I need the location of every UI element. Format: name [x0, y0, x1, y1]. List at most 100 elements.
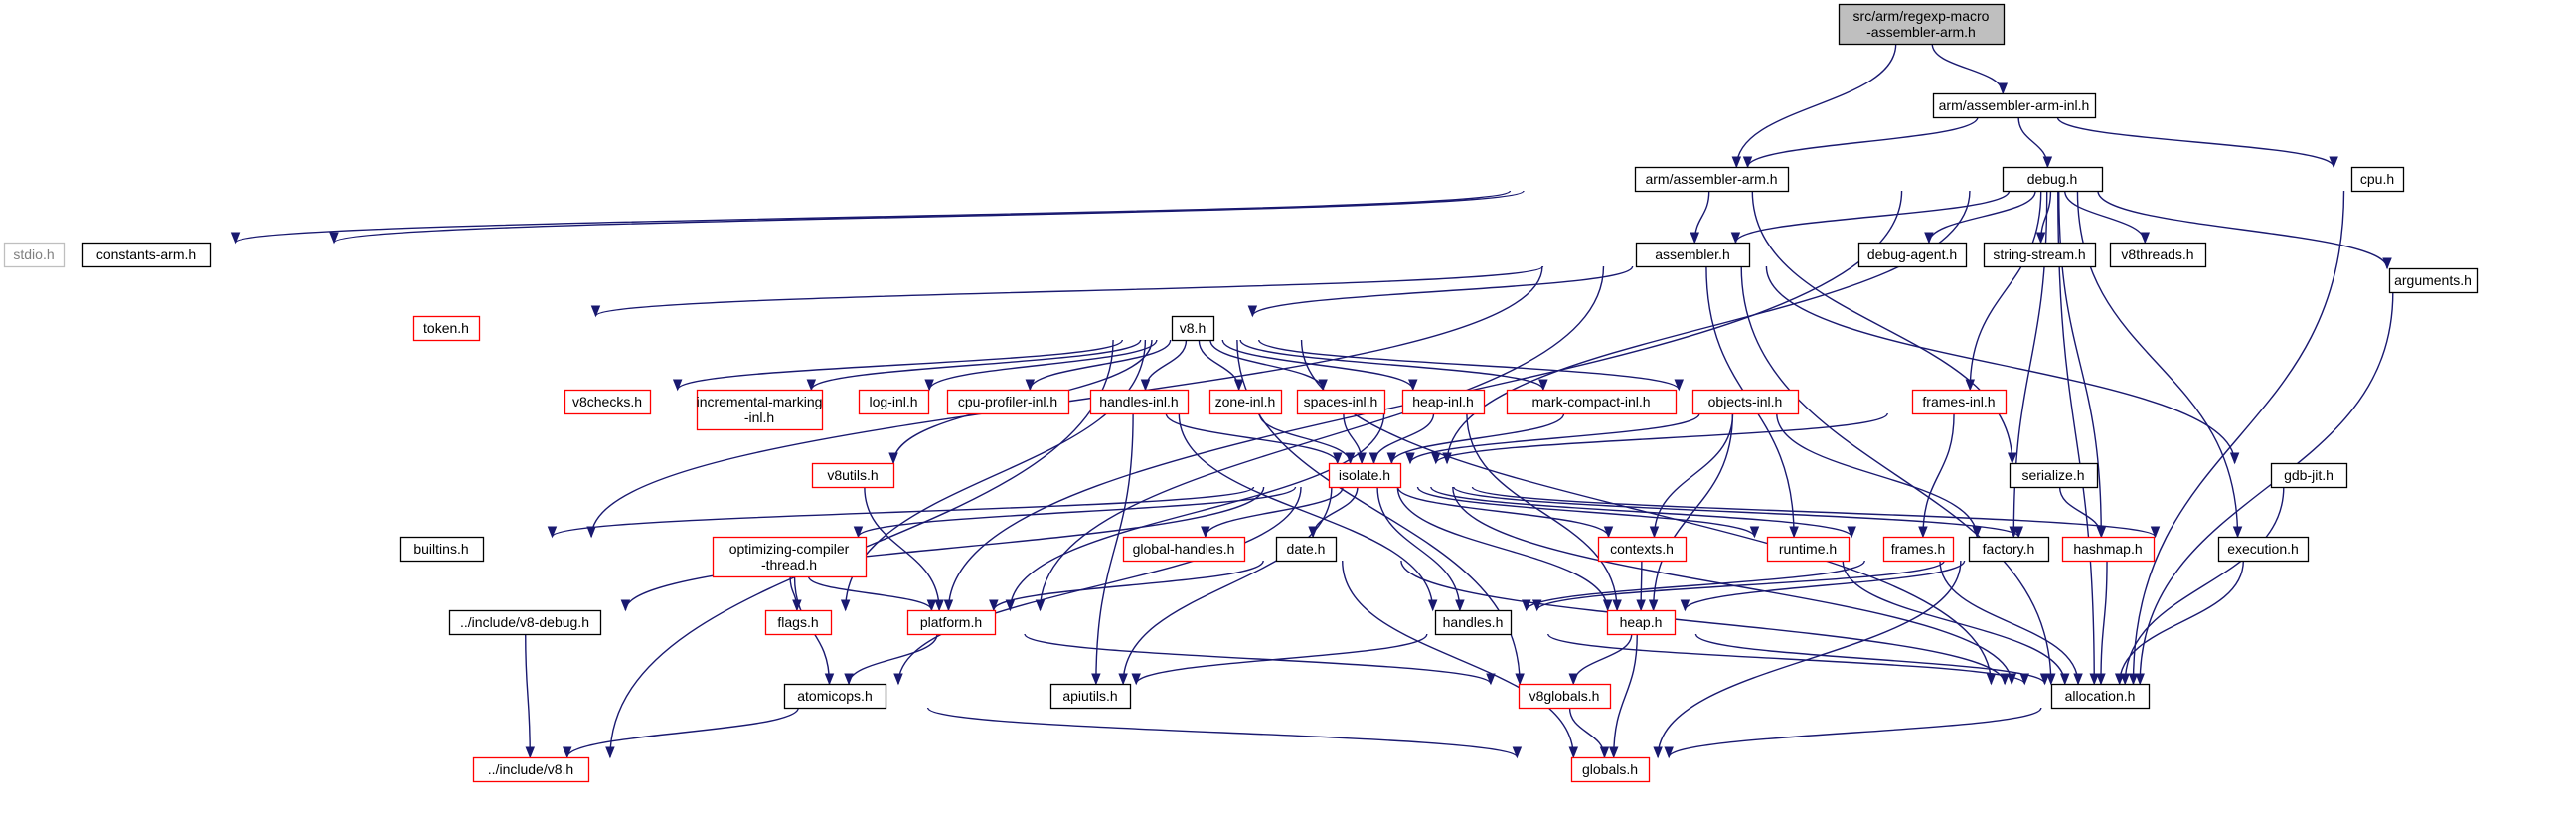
node-label: arm/assembler-arm.h — [1645, 171, 1777, 187]
edge-v8utils-to-platform — [864, 486, 944, 612]
node-isolate[interactable]: isolate.h — [1328, 462, 1402, 489]
node-mark-compact[interactable]: mark-compact-inl.h — [1506, 389, 1678, 415]
edge-mark-compact-to-isolate — [1386, 412, 1565, 465]
node-v8checks[interactable]: v8checks.h — [564, 389, 652, 415]
node-builtins[interactable]: builtins.h — [399, 536, 485, 563]
edge-line — [1694, 633, 2046, 685]
edge-line — [1446, 190, 1971, 464]
node-v8threads[interactable]: v8threads.h — [2109, 242, 2207, 268]
node-constants-arm[interactable]: constants-arm.h — [81, 242, 212, 268]
node-hashmap[interactable]: hashmap.h — [2061, 536, 2156, 563]
node-include-debug[interactable]: ../include/v8-debug.h — [448, 609, 602, 636]
arrowhead — [844, 673, 854, 686]
node-opt-compiler[interactable]: optimizing-compiler-thread.h — [712, 536, 868, 578]
edge-debug-to-isolate — [1442, 190, 1971, 465]
node-arguments[interactable]: arguments.h — [2388, 267, 2479, 294]
node-objects-inl[interactable]: objects-inl.h — [1691, 389, 1800, 415]
node-debug-agent[interactable]: debug-agent.h — [1857, 242, 1968, 268]
node-root[interactable]: src/arm/regexp-macro-assembler-arm.h — [1838, 3, 2006, 46]
edge-line — [1842, 560, 2066, 685]
edge-line — [857, 486, 1297, 538]
node-heap-inl[interactable]: heap-inl.h — [1401, 389, 1486, 415]
edge-line — [1251, 265, 1634, 317]
arrowhead — [1568, 673, 1578, 686]
edge-line — [2124, 486, 2285, 685]
node-debug[interactable]: debug.h — [2002, 166, 2104, 193]
node-label: -assembler-arm.h — [1866, 24, 1976, 40]
edge-isolate-to-handles — [1376, 486, 1465, 612]
edge-line — [1668, 707, 2042, 758]
node-assembler[interactable]: assembler.h — [1635, 242, 1751, 268]
edge-objects-inl-to-heap — [1648, 412, 1734, 612]
arrowhead — [230, 232, 241, 245]
node-apiutils[interactable]: apiutils.h — [1049, 683, 1132, 710]
arrowhead — [1653, 746, 1663, 759]
arrowhead — [1318, 379, 1328, 392]
node-cpu[interactable]: cpu.h — [2350, 166, 2405, 193]
node-factory[interactable]: factory.h — [1968, 536, 2050, 563]
arrowhead — [1131, 673, 1141, 686]
node-cpu-prof[interactable]: cpu-profiler-inl.h — [946, 389, 1070, 415]
node-frames-inl[interactable]: frames-inl.h — [1911, 389, 2008, 415]
arrowhead — [2135, 673, 2145, 686]
node-platform[interactable]: platform.h — [906, 609, 997, 636]
node-log-inl[interactable]: log-inl.h — [858, 389, 930, 415]
edge-v8-to-heap-inl — [1221, 339, 1418, 392]
node-token[interactable]: token.h — [412, 315, 481, 342]
node-asm-arm[interactable]: arm/assembler-arm.h — [1634, 166, 1790, 193]
node-global-handles[interactable]: global-handles.h — [1122, 536, 1246, 563]
node-gdb-jit[interactable]: gdb-jit.h — [2270, 462, 2348, 489]
edge-line — [993, 560, 1264, 611]
edge-line — [897, 486, 1302, 685]
arrowhead — [1333, 452, 1343, 465]
arrowhead — [2114, 673, 2125, 686]
edge-line — [1258, 339, 1680, 391]
node-allocation[interactable]: allocation.h — [2050, 683, 2151, 710]
edge-arguments-to-allocation — [2135, 291, 2394, 686]
arrowhead — [547, 526, 558, 539]
node-date[interactable]: date.h — [1275, 536, 1338, 563]
arrowhead — [1118, 673, 1128, 686]
edge-line — [1939, 560, 2079, 685]
edge-spaces-inl-to-isolate — [1343, 412, 1367, 465]
edge-line — [1396, 486, 1609, 611]
node-contexts[interactable]: contexts.h — [1597, 536, 1688, 563]
edge-v8-to-log-inl — [924, 339, 1158, 392]
node-v8utils[interactable]: v8utils.h — [811, 462, 895, 489]
node-v8[interactable]: v8.h — [1171, 315, 1215, 342]
edge-asm-arm-to-assembler — [1690, 190, 1710, 245]
node-handles[interactable]: handles.h — [1434, 609, 1513, 636]
node-v8globals[interactable]: v8globals.h — [1518, 683, 1612, 710]
node-include-v8[interactable]: ../include/v8.h — [472, 756, 590, 783]
node-asm-arm-inl[interactable]: arm/assembler-arm-inl.h — [1932, 92, 2097, 119]
edge-line — [1740, 265, 2052, 685]
node-flags[interactable]: flags.h — [764, 609, 833, 636]
edge-v8-to-zone-inl — [1198, 339, 1244, 392]
node-execution[interactable]: execution.h — [2217, 536, 2310, 563]
node-box — [1857, 242, 1968, 268]
node-incremental[interactable]: incremental-marking-inl.h — [697, 389, 824, 431]
node-runtime[interactable]: runtime.h — [1766, 536, 1851, 563]
node-frames[interactable]: frames.h — [1882, 536, 1955, 563]
arrowhead — [1538, 379, 1548, 392]
edge-line — [1024, 633, 1492, 685]
arrowhead — [2007, 673, 2016, 686]
node-handles-inl[interactable]: handles-inl.h — [1089, 389, 1190, 415]
node-serialize[interactable]: serialize.h — [2009, 462, 2099, 489]
node-heap[interactable]: heap.h — [1606, 609, 1677, 636]
edge-line — [1652, 412, 1734, 611]
node-globals[interactable]: globals.h — [1570, 756, 1651, 783]
node-zone-inl[interactable]: zone-inl.h — [1208, 389, 1283, 415]
node-string-stream[interactable]: string-stream.h — [1983, 242, 2097, 268]
node-atomicops[interactable]: atomicops.h — [783, 683, 887, 710]
arrowhead — [1599, 746, 1610, 759]
edge-line — [1416, 486, 1756, 538]
node-box — [1122, 536, 1246, 563]
edge-line — [2017, 116, 2049, 168]
edge-line — [1922, 412, 1955, 538]
edge-factory-to-globals — [1653, 560, 1962, 759]
edge-line — [1409, 412, 1700, 464]
node-label: atomicops.h — [797, 688, 872, 704]
edge-asm-arm-to-stdio — [230, 190, 1512, 245]
node-spaces-inl[interactable]: spaces-inl.h — [1296, 389, 1386, 415]
